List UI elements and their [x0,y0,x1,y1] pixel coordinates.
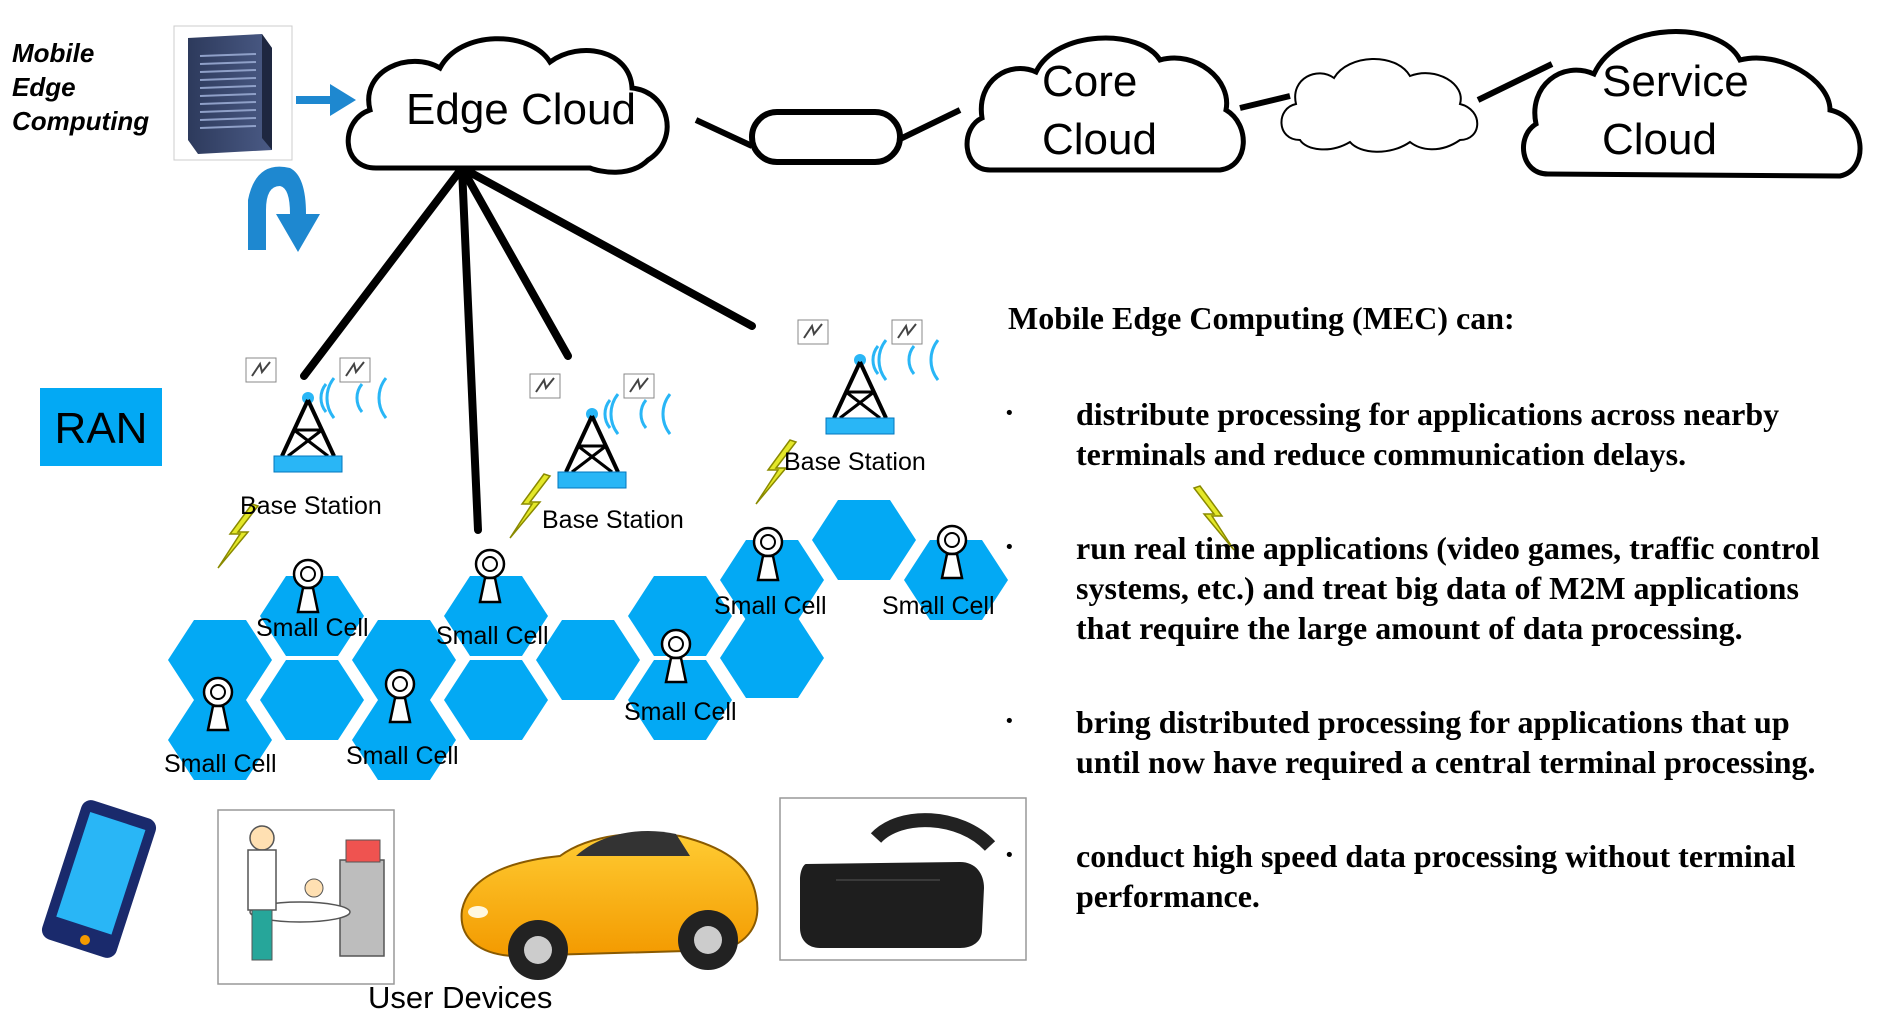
curved-arrow-icon [248,166,320,252]
base-station-icon [244,356,388,474]
backhaul-links [300,164,756,534]
bullet-text: terminals and reduce communication delay… [1076,436,1687,472]
edge-cloud: Edge Cloud [345,36,670,175]
car-icon [460,830,759,980]
bullet-icon: · [1004,528,1015,564]
small-cell-label: Small Cell [256,614,369,642]
base-station-label: Base Station [240,492,382,520]
small-cell-label: Small Cell [164,750,277,778]
service-cloud-line: Service [1602,57,1749,106]
small-cell-label: Small Cell [714,592,827,620]
bullet-text: systems, etc.) and treat big data of M2M… [1076,570,1799,606]
base-station-1: Base Station [240,356,388,520]
mec-label: Mobile Edge Computing [12,38,149,136]
right-arrow-icon [296,84,356,116]
base-station-3: Base Station [784,318,940,476]
mec-description-panel: Mobile Edge Computing (MEC) can: · distr… [1000,300,1877,950]
bullet-text: run real time applications (video games,… [1076,530,1820,566]
small-cell-label: Small Cell [624,698,737,726]
small-cell-6: Small Cell [164,676,277,778]
user-devices-label: User Devices [368,980,552,1012]
bullet-text: bring distributed processing for applica… [1076,704,1790,740]
bullet-text: that require the large amount of data pr… [1076,610,1743,646]
small-cell-5: Small Cell [624,628,737,726]
mec-label-line: Edge [12,72,76,102]
small-cell-2: Small Cell [436,548,549,650]
cloud-links [694,61,1554,149]
bullet-text: conduct high speed data processing witho… [1076,838,1796,874]
internet-cloud [1280,58,1479,153]
bullet-text: performance. [1076,878,1260,914]
small-cell-1: Small Cell [256,558,369,642]
bullet-text: until now have required a central termin… [1076,744,1816,780]
base-station-icon [528,372,672,490]
base-station-2: Base Station [528,372,684,534]
small-cell-label: Small Cell [882,592,995,620]
service-cloud-line: Cloud [1602,115,1717,164]
small-cell-3: Small Cell [714,526,827,620]
tablet-icon [41,800,157,958]
mec-label-line: Mobile [12,38,94,68]
service-cloud-label: Service Cloud [1602,57,1761,164]
core-cloud-line: Core [1042,57,1137,106]
medical-device-icon [217,809,395,985]
core-cloud-line: Cloud [1042,115,1157,164]
core-cloud: Core Cloud [964,35,1246,173]
core-cloud-label: Core Cloud [1042,57,1157,164]
bullet-icon: · [1004,394,1015,430]
panel-heading: Mobile Edge Computing (MEC) can: [1008,300,1515,336]
bullet-text: distribute processing for applications a… [1076,396,1780,432]
base-station-label: Base Station [784,448,926,476]
ran-label: RAN [55,404,148,453]
small-cell-7: Small Cell [346,668,459,770]
edge-cloud-line: Edge Cloud [406,85,636,134]
link-capsule [749,109,903,165]
vr-headset-icon [779,797,1027,961]
mec-label-line: Computing [12,106,149,136]
base-station-icon [796,318,940,436]
ran-box: RAN [40,388,162,466]
edge-cloud-label: Edge Cloud [406,85,636,134]
small-cell-label: Small Cell [436,622,549,650]
bullet-icon: · [1004,836,1015,872]
service-cloud: Service Cloud [1521,29,1863,179]
server-icon [173,25,293,161]
small-cell-label: Small Cell [346,742,459,770]
base-station-label: Base Station [542,506,684,534]
small-cell-4: Small Cell [882,524,995,620]
bullet-icon: · [1004,702,1015,738]
